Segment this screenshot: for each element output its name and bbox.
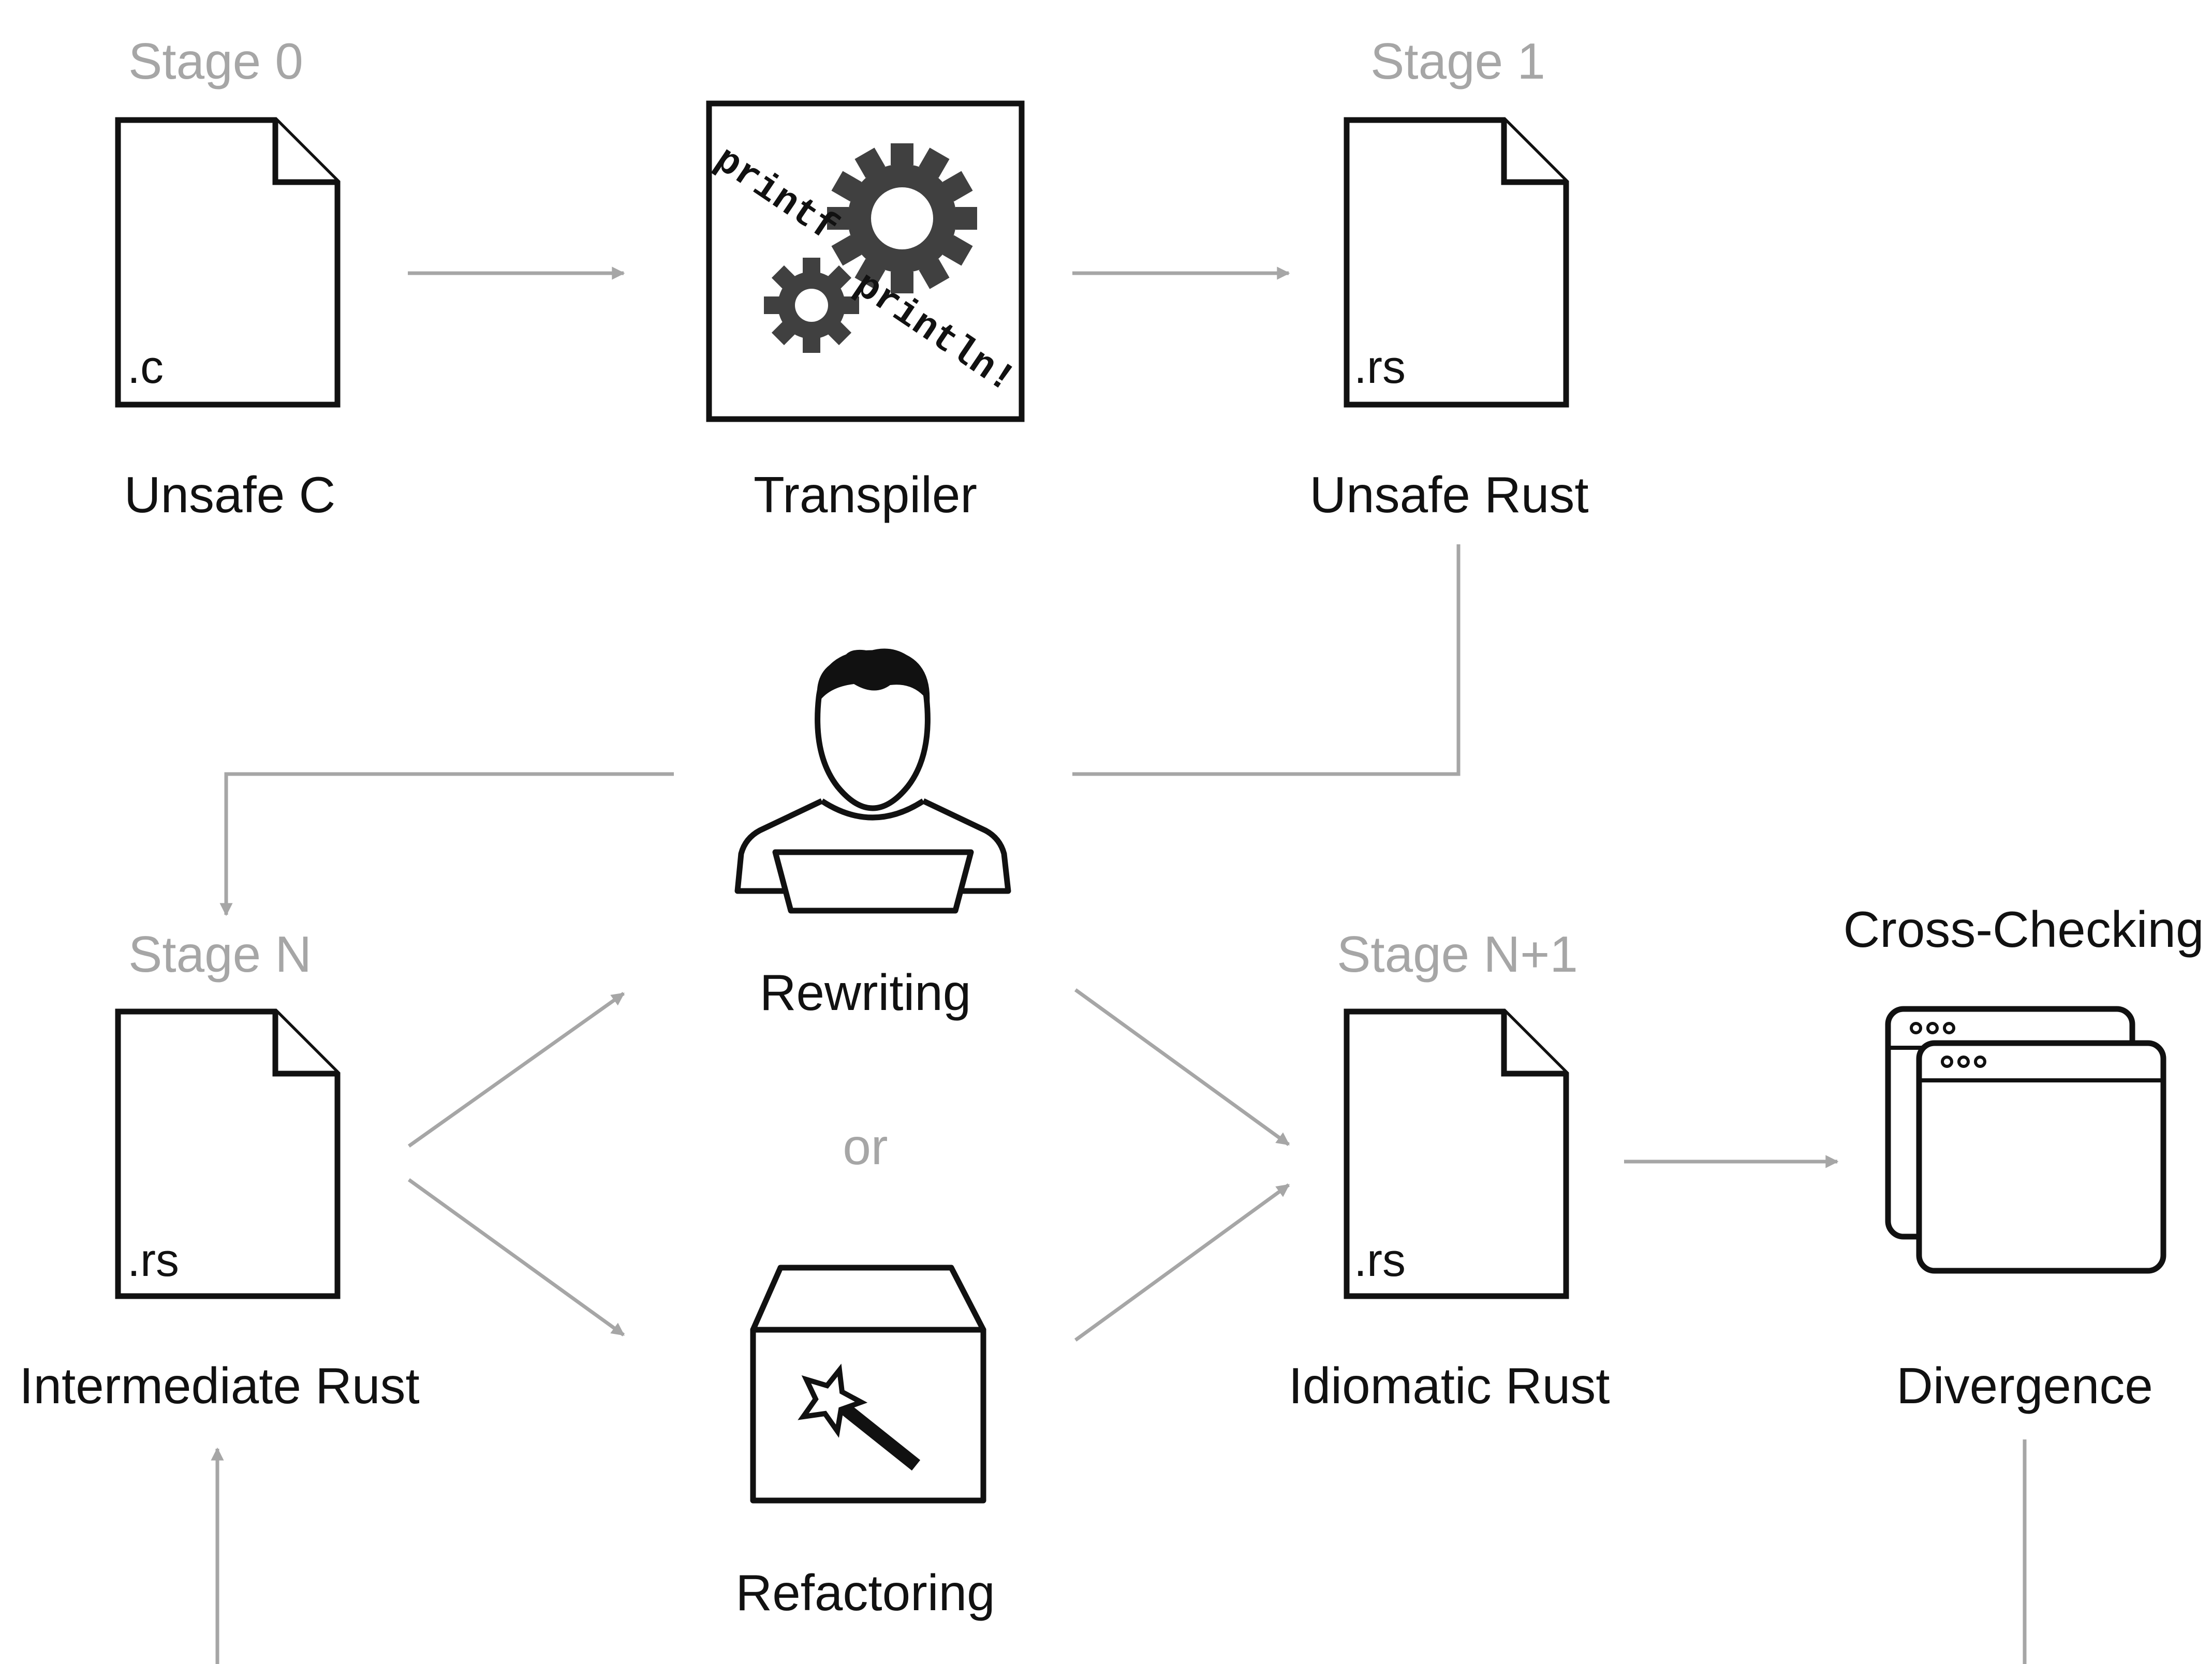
page-fold <box>1501 120 1566 185</box>
box-lid <box>750 1265 986 1333</box>
document-icon <box>1344 117 1569 408</box>
stage-0-label: Stage 0 <box>128 33 303 90</box>
browser-windows-icon <box>1885 1006 2166 1274</box>
page-fold <box>1501 1012 1566 1077</box>
magic-wand-icon <box>798 1363 921 1471</box>
small-gear-icon <box>764 258 859 353</box>
refactoring-label: Refactoring <box>735 1564 995 1621</box>
file-extension: .rs <box>1354 1235 1406 1286</box>
document-icon <box>115 117 341 408</box>
node-rewriting: Rewriting <box>734 648 1011 1021</box>
gears-icon <box>764 143 977 353</box>
divergence-label: Divergence <box>1896 1357 2153 1414</box>
developer-at-laptop-icon <box>734 648 1011 914</box>
arrow-divergence-to-intermediate <box>211 1439 2027 1664</box>
node-cross-checking: Cross-Checking Divergence <box>1843 901 2204 1414</box>
intermediate-rust-label: Intermediate Rust <box>19 1357 419 1414</box>
hair-icon <box>817 648 930 704</box>
connectors <box>211 266 2027 1664</box>
cross-checking-label: Cross-Checking <box>1843 901 2204 958</box>
star-icon <box>798 1363 868 1438</box>
page-fold <box>272 120 337 185</box>
arrow-intermediate-to-rewriting <box>407 992 625 1148</box>
laptop-icon <box>772 849 974 914</box>
connector-unsafe-rust-to-developer <box>1072 544 1461 776</box>
stage-1-label: Stage 1 <box>1370 33 1545 90</box>
node-intermediate-rust: Stage N .rs Intermediate Rust <box>19 926 419 1414</box>
box-body <box>750 1327 986 1504</box>
node-unsafe-rust: Stage 1 .rs Unsafe Rust <box>1309 33 1588 523</box>
node-transpiler: printf println! Transpiler <box>706 100 1025 523</box>
node-refactoring: Refactoring <box>735 1265 995 1621</box>
node-idiomatic-rust: Stage N+1 .rs Idiomatic Rust <box>1289 926 1610 1414</box>
document-icon <box>115 1008 341 1299</box>
large-gear-icon <box>827 143 977 293</box>
arrow-developer-to-intermediate <box>219 772 674 916</box>
transpiler-label: Transpiler <box>754 466 977 523</box>
document-icon <box>1344 1008 1569 1299</box>
stage-n-label: Stage N <box>128 926 312 983</box>
shirt-collar <box>820 798 925 821</box>
arrow-refactoring-to-idiomatic <box>1074 1183 1290 1342</box>
magic-wand-box-icon <box>750 1265 986 1504</box>
arrow-intermediate-to-refactoring <box>407 1178 625 1336</box>
rewriting-label: Rewriting <box>760 964 971 1021</box>
file-extension: .c <box>127 341 164 393</box>
node-unsafe-c: Stage 0 .c Unsafe C <box>115 33 341 523</box>
file-extension: .rs <box>1354 341 1406 393</box>
stage-n1-label: Stage N+1 <box>1337 926 1578 983</box>
page-fold <box>272 1012 337 1077</box>
unsafe-c-label: Unsafe C <box>124 466 336 523</box>
unsafe-rust-label: Unsafe Rust <box>1309 466 1588 523</box>
front-window <box>1916 1040 2166 1274</box>
file-extension: .rs <box>127 1235 179 1286</box>
or-label: or <box>843 1118 888 1175</box>
idiomatic-rust-label: Idiomatic Rust <box>1289 1357 1610 1414</box>
arrow-rewriting-to-idiomatic <box>1074 988 1290 1146</box>
